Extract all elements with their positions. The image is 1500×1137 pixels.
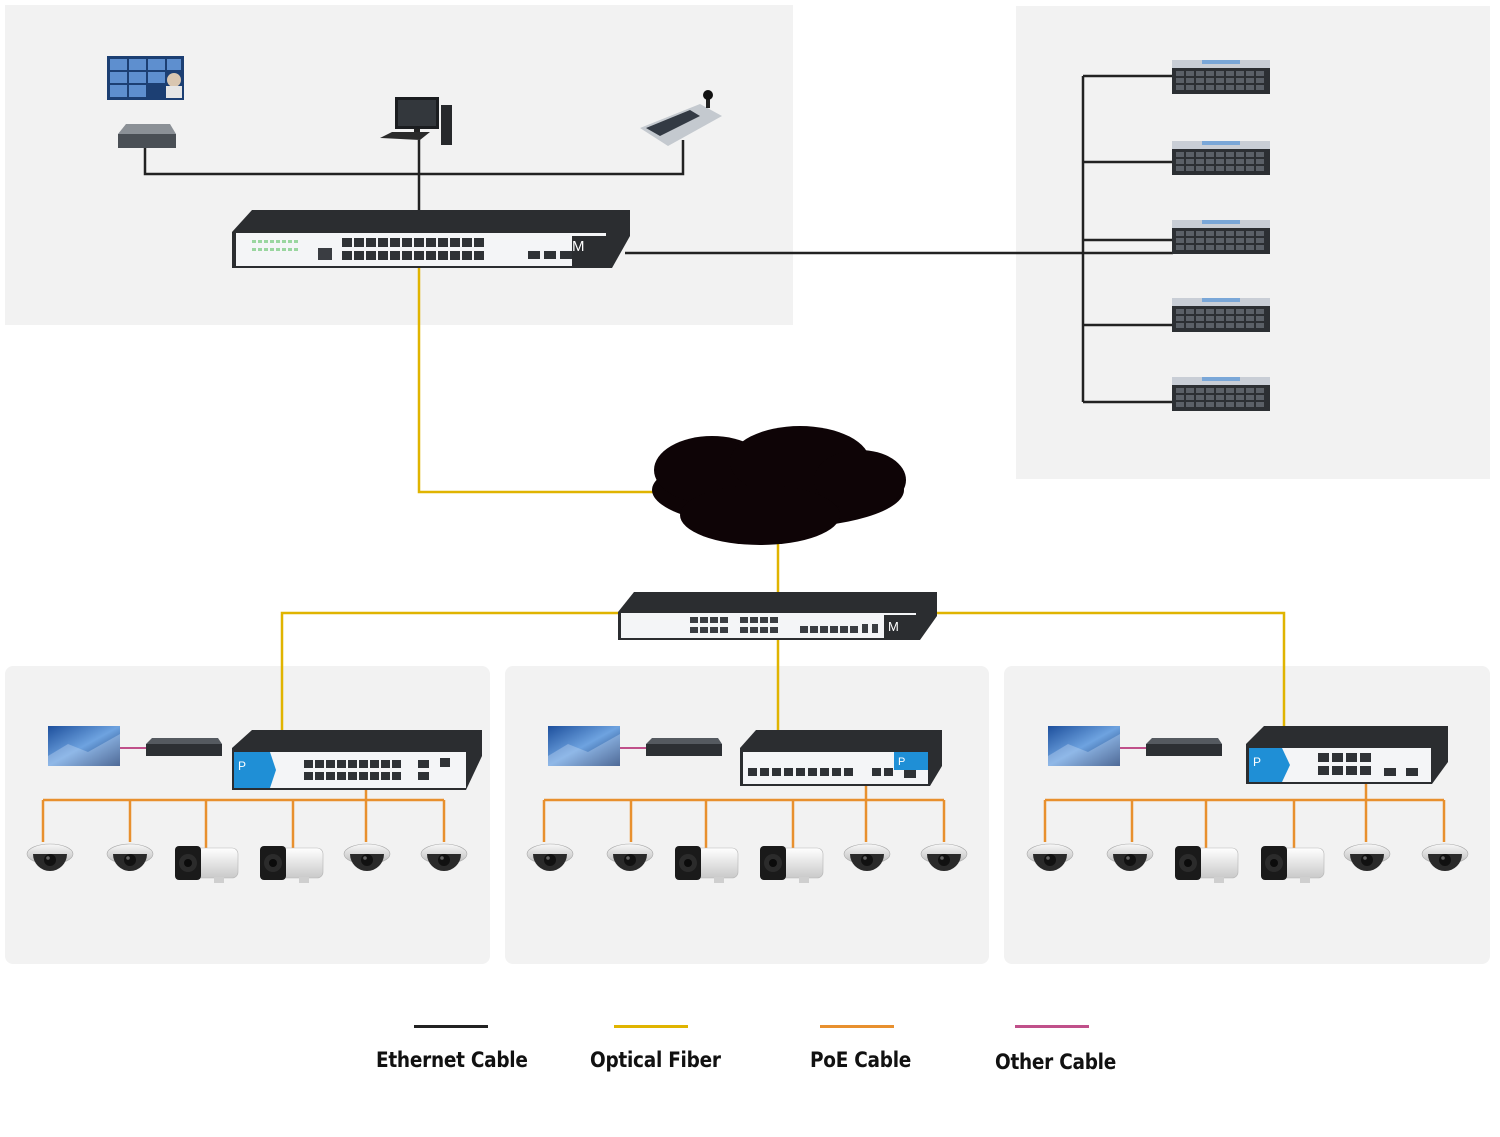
aggregation-switch-brand: M	[888, 619, 899, 634]
site-3-switch-brand: P	[1253, 755, 1261, 769]
site-2-switch-brand: P	[898, 756, 905, 768]
site-1-camera-4	[259, 845, 324, 884]
site-1-monitor-icon	[48, 726, 120, 766]
poe-cables	[41, 782, 1446, 848]
site-panel-2	[505, 666, 989, 964]
site-1-camera-3	[174, 845, 239, 884]
nvr-storage-2	[1172, 141, 1270, 175]
core-switch-brand: M	[572, 238, 585, 255]
site-panel-3	[1004, 666, 1490, 964]
site-2-poe-switch: P	[740, 730, 942, 786]
site-3-monitor-icon	[1048, 726, 1120, 766]
control-center-panel	[5, 5, 793, 325]
site-1-devices: P	[26, 726, 482, 884]
decoder-icon	[118, 124, 176, 148]
legend-other-label: Other Cable	[995, 1050, 1117, 1074]
ptz-keyboard-icon	[640, 90, 722, 146]
video-wall-icon	[107, 56, 184, 100]
optical-fiber-cables	[280, 268, 1286, 730]
nvr-storage-4	[1172, 298, 1270, 332]
site-2-camera-3	[674, 845, 739, 884]
core-switch: M	[232, 210, 630, 268]
site-1-poe-switch: P	[232, 730, 482, 790]
legend-poe-swatch	[820, 1025, 894, 1028]
aggregation-switch: M	[618, 592, 937, 640]
site-3-poe-switch: P	[1246, 726, 1448, 784]
site-panel-1	[5, 666, 490, 964]
legend-fiber-swatch	[614, 1025, 688, 1028]
site-2-monitor-icon	[548, 726, 620, 766]
site-3-decoder-icon	[1146, 738, 1222, 756]
site-1-switch-brand: P	[238, 759, 246, 773]
legend-ethernet-swatch	[414, 1025, 488, 1028]
legend-fiber-label: Optical Fiber	[590, 1048, 721, 1072]
site-1-decoder-icon	[146, 738, 222, 756]
ethernet-cables	[143, 74, 1173, 404]
nvr-storage-1	[1172, 60, 1270, 94]
site-3-devices: P	[1026, 726, 1469, 884]
site-2-camera-4	[759, 845, 824, 884]
site-2-devices: P	[526, 726, 968, 884]
nvr-storage-3	[1172, 220, 1270, 254]
site-3-camera-4	[1260, 845, 1325, 884]
legend-poe-label: PoE Cable	[810, 1048, 912, 1072]
site-2-decoder-icon	[646, 738, 722, 756]
legend-ethernet-label: Ethernet Cable	[376, 1048, 528, 1072]
network-cloud-icon	[652, 426, 906, 545]
workstation-icon	[380, 97, 452, 145]
site-3-camera-3	[1174, 845, 1239, 884]
nvr-storage-5	[1172, 377, 1270, 411]
legend-other-swatch	[1015, 1025, 1089, 1028]
